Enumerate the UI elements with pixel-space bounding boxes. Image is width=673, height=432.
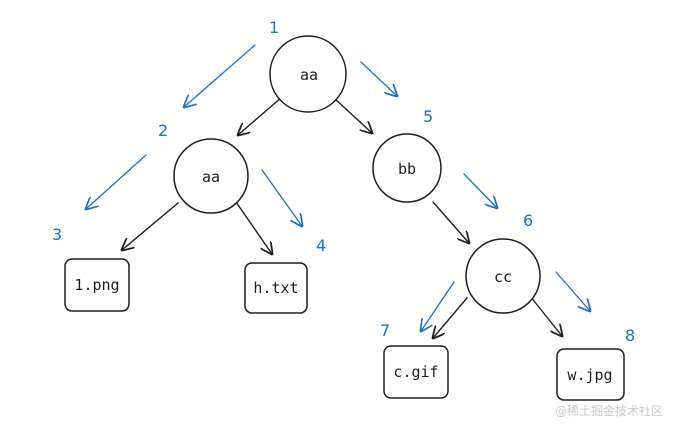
node-left-aa-label: aa	[202, 168, 220, 186]
edge-bb-to-cc	[432, 201, 469, 243]
edge-root-to-left-aa	[238, 96, 283, 135]
node-root-circle	[269, 35, 347, 113]
order-number-8: 8	[625, 326, 635, 345]
order-number-2: 2	[158, 121, 168, 140]
file-cgif-label: c.gif	[393, 363, 438, 381]
watermark: @稀土掘金技术社区	[554, 404, 663, 418]
file-wjpg-label: w.jpg	[567, 366, 612, 384]
edge-cc-to-cgif	[433, 297, 468, 338]
order-arrow-2-to-3	[86, 154, 147, 209]
order-number-7: 7	[380, 321, 390, 340]
node-bb-label: bb	[398, 160, 416, 178]
file-htxt-box	[244, 262, 308, 314]
file-cgif-box	[383, 345, 449, 399]
edge-root-to-bb	[333, 97, 372, 133]
file-wjpg-box	[556, 348, 625, 401]
node-cc-label: cc	[494, 268, 512, 286]
order-number-3: 3	[52, 225, 62, 244]
node-bb-circle	[372, 133, 442, 203]
node-left-aa-circle	[173, 138, 249, 214]
node-root-label: aa	[300, 66, 318, 84]
file-1png-label: 1.png	[74, 276, 119, 294]
order-number-4: 4	[316, 236, 326, 255]
order-arrow-7-to-8	[555, 271, 590, 311]
order-arrow-6-to-7	[421, 281, 455, 331]
order-arrow-4-to-5	[360, 61, 397, 96]
edge-cc-to-wjpg	[529, 295, 562, 336]
order-number-5: 5	[423, 107, 433, 126]
order-arrow-5-to-6	[463, 173, 497, 208]
order-arrow-3-to-4	[261, 169, 302, 226]
order-number-1: 1	[269, 18, 279, 37]
order-number-6: 6	[523, 211, 533, 230]
order-arrow-1-to-2	[184, 44, 256, 107]
file-htxt-label: h.txt	[253, 279, 298, 297]
node-cc-circle	[465, 238, 541, 314]
file-1png-box	[64, 258, 130, 312]
edge-aa-to-1png	[122, 202, 179, 250]
edge-aa-to-htxt	[235, 201, 272, 254]
